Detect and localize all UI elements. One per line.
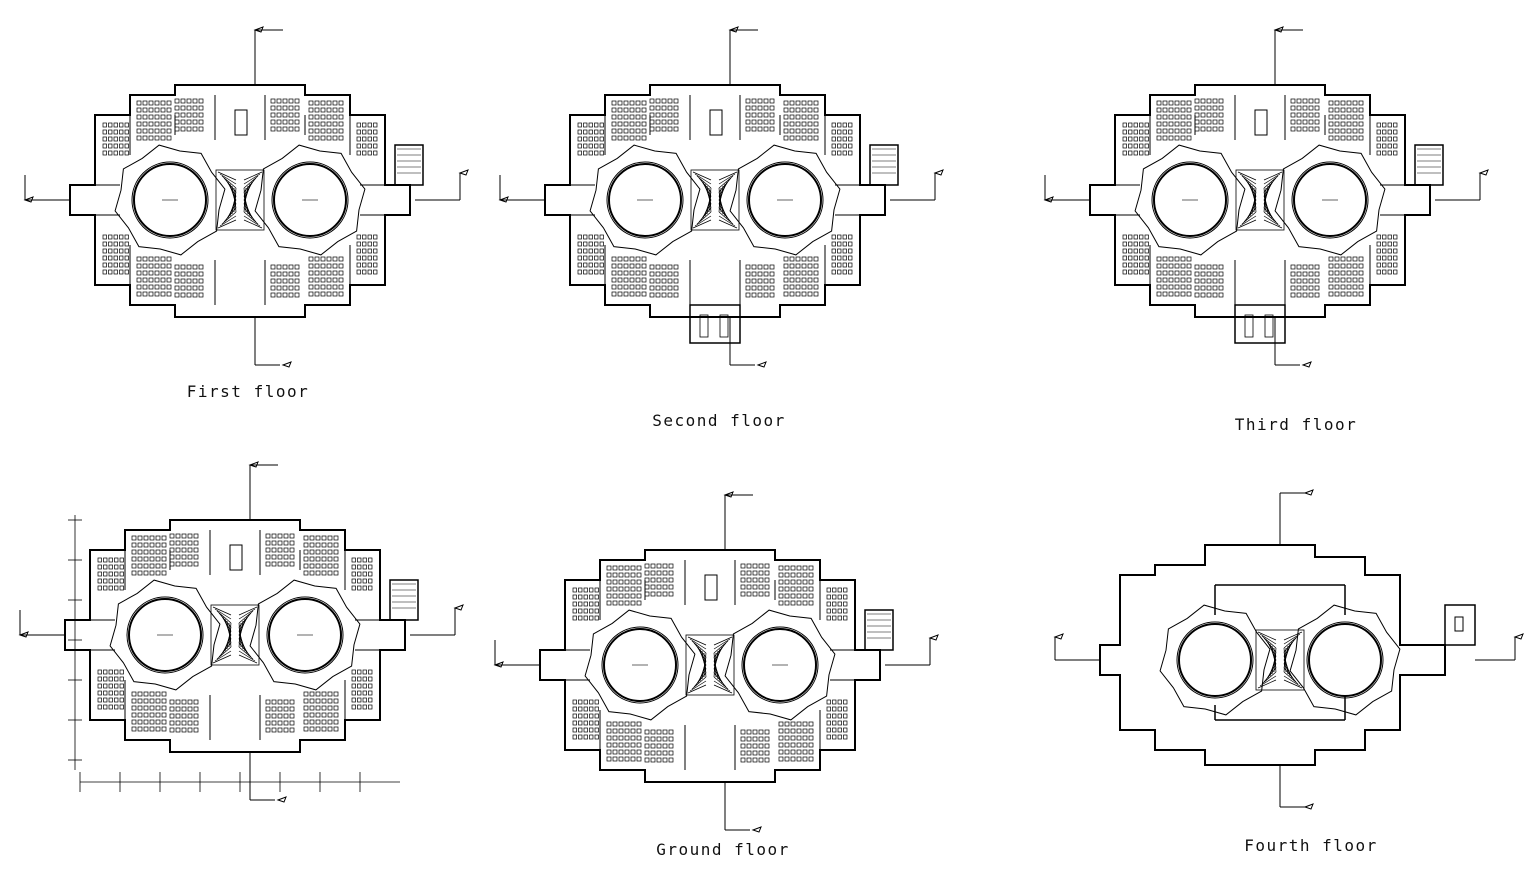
ground2-floor-plan: [493, 491, 939, 833]
ground-floor-plan: [18, 461, 464, 803]
ground-floor-label: Ground floor: [656, 840, 790, 859]
first-floor-label: First floor: [186, 382, 310, 401]
first-floor-plan: [23, 26, 469, 368]
third-floor-label: Third floor: [1234, 415, 1358, 434]
fourth-floor-plan: [1053, 489, 1524, 810]
second-floor-label: Second floor: [652, 411, 786, 430]
third-floor-plan: [1043, 26, 1489, 368]
fourth-floor-label: Fourth floor: [1244, 836, 1378, 855]
second-floor-plan: [498, 26, 944, 368]
